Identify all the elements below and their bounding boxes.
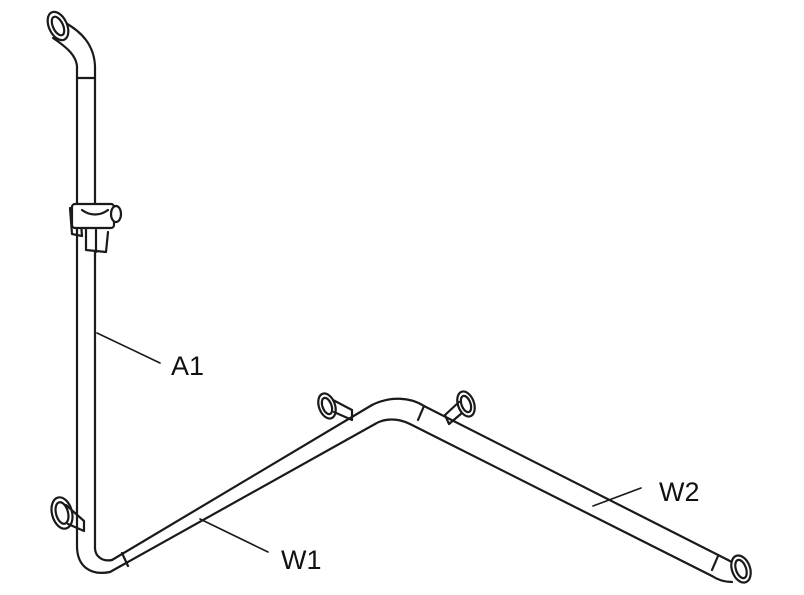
right-end-wall-flange (730, 554, 752, 584)
leader-lines (96, 332, 642, 553)
leader-line-w1 (199, 518, 269, 553)
top-wall-flange (46, 10, 70, 42)
label-a1: A1 (171, 351, 205, 381)
horizontal-bar-w2 (408, 404, 742, 584)
w1-wall-flange (317, 392, 354, 422)
label-w1: W1 (281, 545, 322, 575)
leader-line-a1 (96, 332, 161, 364)
horizontal-bar-w1 (108, 397, 426, 574)
leader-line-w2 (592, 487, 642, 507)
shower-holder (68, 202, 123, 258)
bottom-left-wall-flange (50, 496, 86, 533)
label-w2: W2 (659, 477, 700, 507)
vertical-bar-a1 (51, 20, 114, 574)
w2-wall-flange (443, 390, 476, 426)
